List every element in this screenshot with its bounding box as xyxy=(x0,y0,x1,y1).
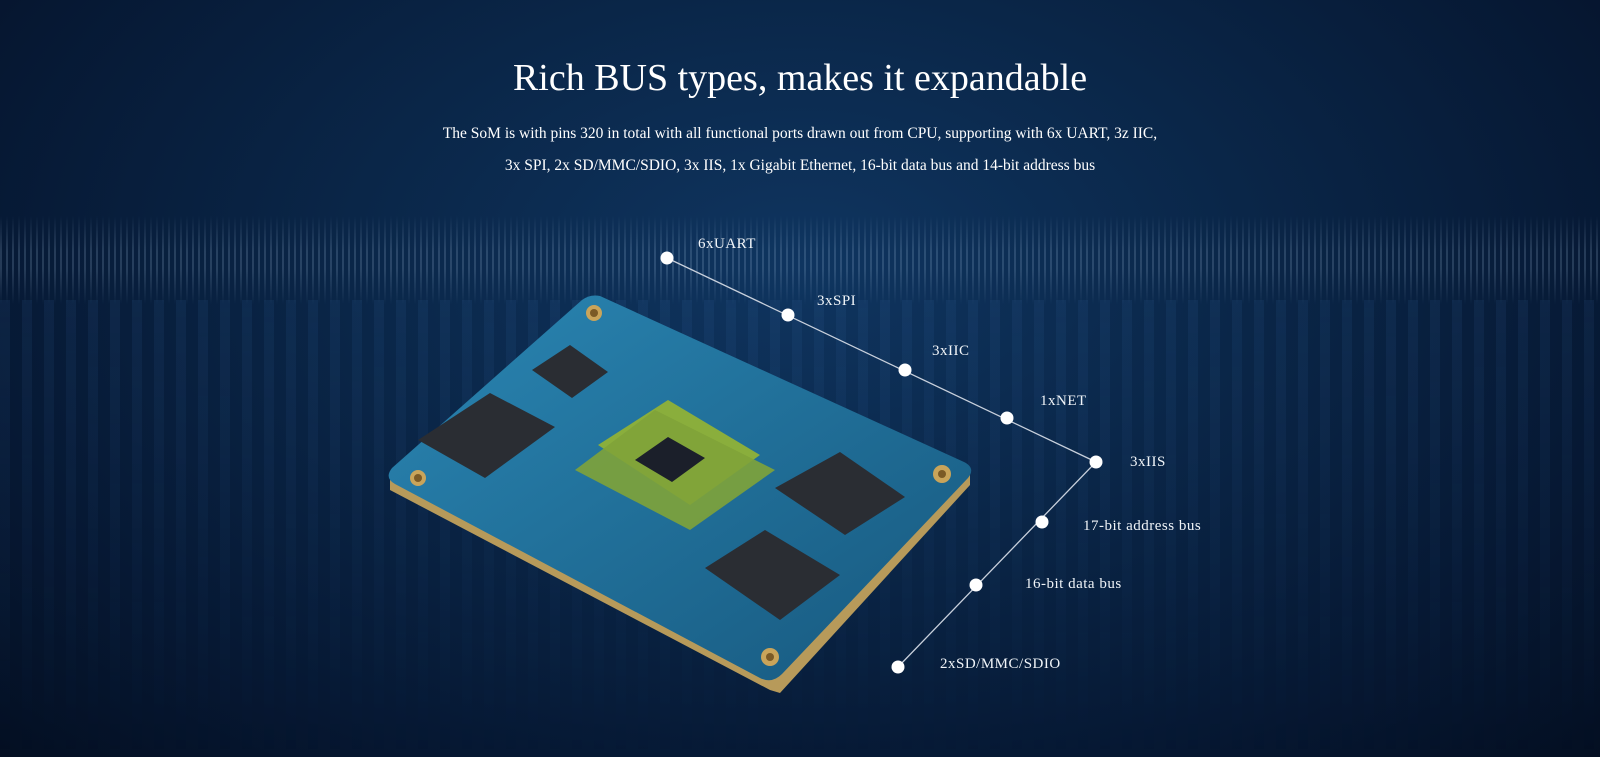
dot-iic xyxy=(898,363,912,377)
callout-spi: 3xSPI xyxy=(817,293,857,309)
callout-uart: 6xUART xyxy=(698,236,756,252)
dot-net xyxy=(1000,411,1014,425)
dot-spi xyxy=(781,308,795,322)
dot-iis xyxy=(1089,455,1103,469)
callout-address-bus: 17-bit address bus xyxy=(1083,518,1202,534)
callout-net: 1xNET xyxy=(1040,393,1087,409)
callout-iis: 3xIIS xyxy=(1130,454,1166,470)
callout-dots xyxy=(660,251,1103,674)
subtitle-line-1: The SoM is with pins 320 in total with a… xyxy=(442,125,1158,142)
dot-sd xyxy=(891,660,905,674)
callout-iic: 3xIIC xyxy=(932,343,970,359)
page-title: Rich BUS types, makes it expandable xyxy=(512,57,1088,99)
dot-data-bus xyxy=(969,578,983,592)
callout-data-bus: 16-bit data bus xyxy=(1025,576,1122,592)
background-light-band xyxy=(0,215,1600,305)
page-subtitle: The SoM is with pins 320 in total with a… xyxy=(0,118,1600,182)
callout-sd: 2xSD/MMC/SDIO xyxy=(940,656,1061,672)
subtitle-line-2: 3x SPI, 2x SD/MMC/SDIO, 3x IIS, 1x Gigab… xyxy=(504,157,1096,174)
dot-address-bus xyxy=(1035,515,1049,529)
som-board xyxy=(388,295,972,693)
dot-uart xyxy=(660,251,674,265)
